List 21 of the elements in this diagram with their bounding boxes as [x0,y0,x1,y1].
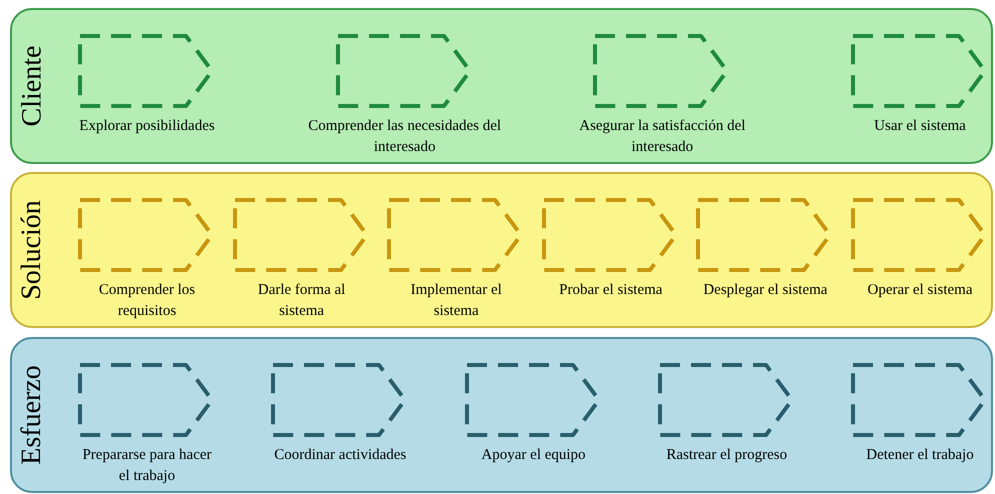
activity-label: Usar el sistema [874,117,966,136]
activity-label: Detener el trabajo [866,446,974,465]
activity-label: Probar el sistema [559,281,662,300]
activity-label: Operar el sistema [868,281,972,300]
swimlane-band [10,172,993,328]
activity-label: Darle forma al sistema [256,281,346,321]
lane-heading: Solución [18,200,46,300]
activity-label: Coordinar actividades [274,446,406,465]
activity-label: Apoyar el equipo [481,446,586,465]
swimlane-band [10,8,993,164]
lane-heading: Cliente [18,46,46,126]
activity-label: Rastrear el progreso [666,446,788,465]
activity-label: Prepararse para hacer el trabajo [81,446,213,486]
activity-label: Asegurar la satisfacción del interesado [578,117,746,157]
activity-label: Explorar posibilidades [79,117,215,136]
swimlane-band [10,337,993,493]
activity-label: Comprender las necesidades del interesado [307,117,502,157]
activity-label: Comprender los requisitos [98,281,196,321]
lane-heading: Esfuerzo [18,365,46,465]
activity-label: Implementar el sistema [410,281,503,321]
activity-label: Desplegar el sistema [703,281,828,300]
